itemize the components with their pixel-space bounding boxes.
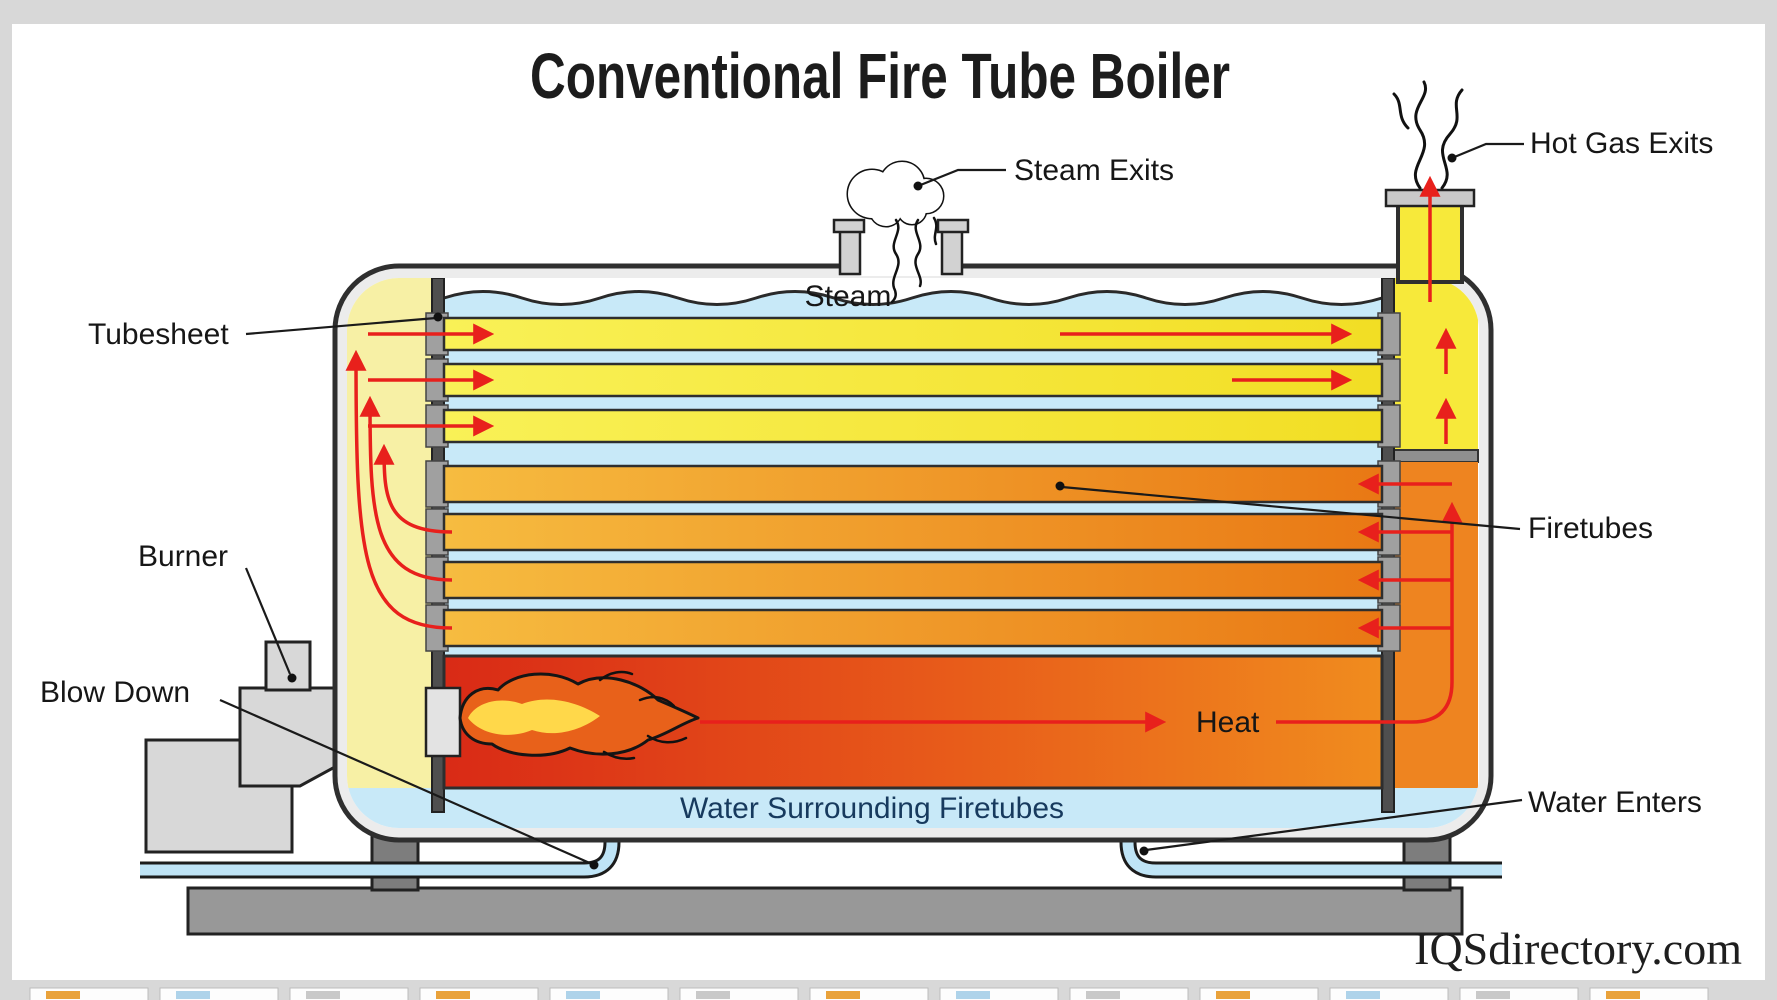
- steam-cloud-icon: [846, 160, 945, 228]
- thumbnail-content-chips: [46, 991, 1640, 999]
- flame-wisps: [598, 670, 688, 760]
- nozzle-flange-right: [936, 218, 970, 234]
- callouts: Tubesheet Steam Exits Hot Gas Exits Burn…: [40, 127, 1713, 870]
- firetube: [442, 512, 1384, 552]
- burner-flame: [458, 670, 700, 760]
- rear-channel-divider: [1393, 449, 1479, 463]
- firetube: [442, 608, 1384, 648]
- firetube: [442, 464, 1384, 504]
- nozzle-opening: [860, 228, 942, 276]
- callout-dot: [1447, 153, 1457, 163]
- burner-head: [264, 640, 312, 692]
- callout-dot: [913, 181, 923, 191]
- boiler-interior: [347, 278, 1479, 828]
- label-water-surrounding-firetubes: Water Surrounding Firetubes: [680, 792, 1064, 825]
- callout-firetubes: Firetubes: [1055, 481, 1653, 545]
- page-title: Conventional Fire Tube Boiler: [530, 40, 1230, 112]
- base-slab: [186, 886, 1464, 936]
- burner-opening: [424, 686, 462, 758]
- firetube: [442, 560, 1384, 600]
- firetube: [442, 408, 1384, 444]
- front-gas-chamber: [347, 278, 432, 788]
- bottom-water-band: [347, 786, 1479, 828]
- firetube: [442, 362, 1384, 398]
- gas-arrow: [373, 443, 453, 534]
- gas-flow-arrows: [345, 175, 1463, 733]
- watermark: IQSdirectory.com: [1414, 923, 1742, 974]
- gas-arrow: [1276, 501, 1463, 724]
- gas-arrow: [359, 395, 453, 582]
- gas-arrow: [345, 349, 453, 630]
- callout-dot: [433, 312, 443, 322]
- water-line: [443, 290, 1383, 306]
- callout-dot: [1055, 481, 1065, 491]
- callout-dot: [287, 673, 297, 683]
- label-firetubes: Firetubes: [1528, 512, 1653, 545]
- middle-firetubes: [442, 464, 1384, 648]
- callout-blow-down: Blow Down: [40, 676, 599, 870]
- rear-channel-lower: [1394, 462, 1478, 788]
- callout-dot: [1139, 846, 1149, 856]
- nozzle-flange-left: [832, 218, 866, 234]
- thumbnail-strip: [0, 982, 1777, 1000]
- callout-water-enters: Water Enters: [1139, 786, 1702, 856]
- label-tubesheet: Tubesheet: [88, 318, 229, 351]
- steam-outlet: [832, 160, 970, 304]
- label-steam: Steam: [805, 280, 892, 313]
- callout-tubesheet: Tubesheet: [88, 312, 443, 351]
- smoke-icon: [1392, 80, 1464, 190]
- callout-steam-exits: Steam Exits: [913, 154, 1174, 191]
- burner-body: [238, 686, 346, 788]
- flame-core: [468, 699, 600, 735]
- label-steam-exits: Steam Exits: [1014, 154, 1174, 187]
- callout-hot-gas-exits: Hot Gas Exits: [1447, 127, 1713, 163]
- label-heat: Heat: [1196, 706, 1260, 739]
- callout-burner: Burner: [138, 540, 297, 683]
- label-burner: Burner: [138, 540, 228, 573]
- label-blow-down: Blow Down: [40, 676, 190, 709]
- callout-dot: [589, 860, 599, 870]
- steam-wisps-icon: [890, 216, 938, 304]
- burner-assembly: [144, 640, 346, 854]
- upper-firetubes: [442, 316, 1384, 444]
- label-water-enters: Water Enters: [1528, 786, 1702, 819]
- rear-channel-upper: [1394, 278, 1478, 450]
- label-hot-gas-exits: Hot Gas Exits: [1530, 127, 1713, 160]
